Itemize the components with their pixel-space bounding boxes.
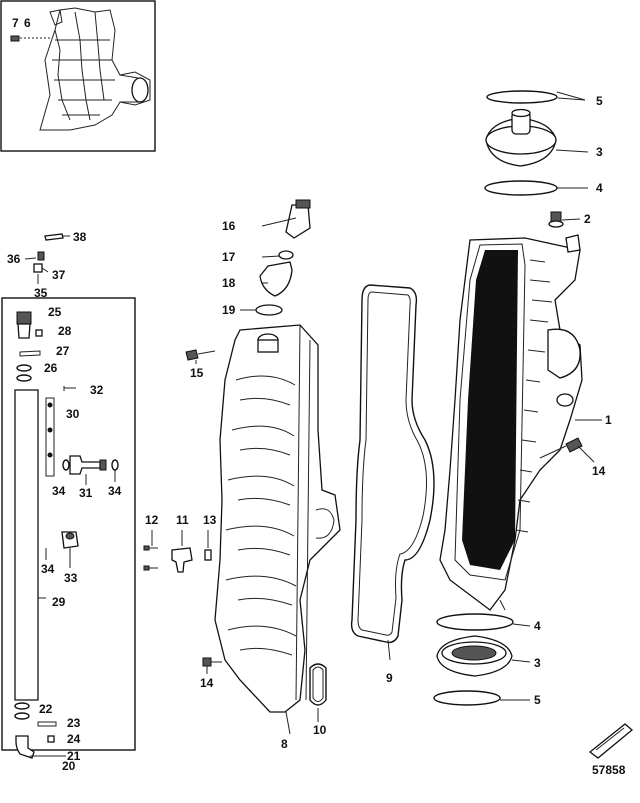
callout-34: 34 — [108, 484, 122, 498]
seal-item-10 — [309, 663, 327, 722]
callout-20: 20 — [62, 759, 76, 773]
plug-item-2 — [548, 211, 581, 228]
figure-icon — [588, 723, 634, 759]
callout-3: 3 — [596, 145, 603, 159]
callout-17: 17 — [222, 250, 236, 264]
callout-36: 36 — [7, 252, 21, 266]
callout-26: 26 — [44, 361, 58, 375]
callout-23: 23 — [67, 716, 81, 730]
callout-12: 12 — [145, 513, 159, 527]
callout-30: 30 — [66, 407, 80, 421]
callout-18: 18 — [222, 276, 236, 290]
manifold-item-8 — [214, 324, 341, 735]
callout-21: 21 — [67, 749, 81, 763]
callout-4: 4 — [596, 181, 603, 195]
callout-16: 16 — [222, 219, 236, 233]
callout-24: 24 — [67, 732, 81, 746]
callout-37: 37 — [52, 268, 66, 282]
callout-3: 3 — [534, 656, 541, 670]
callout-13: 13 — [203, 513, 217, 527]
callout-34: 34 — [41, 562, 55, 576]
callout-14: 14 — [592, 464, 606, 478]
callout-33: 33 — [64, 571, 78, 585]
callout-6: 6 — [24, 16, 31, 30]
callout-5: 5 — [596, 94, 603, 108]
callout-35: 35 — [34, 286, 48, 300]
callout-15: 15 — [190, 366, 204, 380]
callout-29: 29 — [52, 595, 66, 609]
callout-25: 25 — [48, 305, 62, 319]
parts-11-12-13 — [143, 530, 212, 573]
callout-11: 11 — [176, 513, 189, 527]
callout-9: 9 — [386, 671, 393, 685]
gasket-item-9 — [350, 284, 435, 661]
callout-7: 7 — [12, 16, 19, 30]
top-cap-assembly — [484, 90, 589, 196]
callout-10: 10 — [313, 723, 327, 737]
callout-27: 27 — [56, 344, 70, 358]
callout-5: 5 — [534, 693, 541, 707]
inset-view — [0, 0, 156, 152]
fuel-rail-group-box — [1, 297, 136, 759]
callout-2: 2 — [584, 212, 591, 226]
bottom-cap-assembly — [433, 613, 531, 706]
callout-14: 14 — [200, 676, 214, 690]
callout-22: 22 — [39, 702, 53, 716]
fitting-parts-16-19 — [240, 199, 311, 316]
callout-8: 8 — [281, 737, 288, 751]
cooler-body-item-1 — [439, 234, 602, 611]
callout-32: 32 — [90, 383, 104, 397]
callout-19: 19 — [222, 303, 236, 317]
bolt-item-15 — [185, 349, 216, 364]
bolt-item-14-left — [202, 657, 222, 674]
callout-4: 4 — [534, 619, 541, 633]
parts-35-38 — [24, 233, 70, 284]
callout-28: 28 — [58, 324, 72, 338]
bolt-item-14-right — [539, 437, 595, 463]
figure-number: 57858 — [592, 763, 626, 777]
leader-lines — [151, 91, 586, 546]
callout-31: 31 — [79, 486, 93, 500]
callout-1: 1 — [605, 413, 612, 427]
callout-38: 38 — [73, 230, 87, 244]
callout-34: 34 — [52, 484, 66, 498]
